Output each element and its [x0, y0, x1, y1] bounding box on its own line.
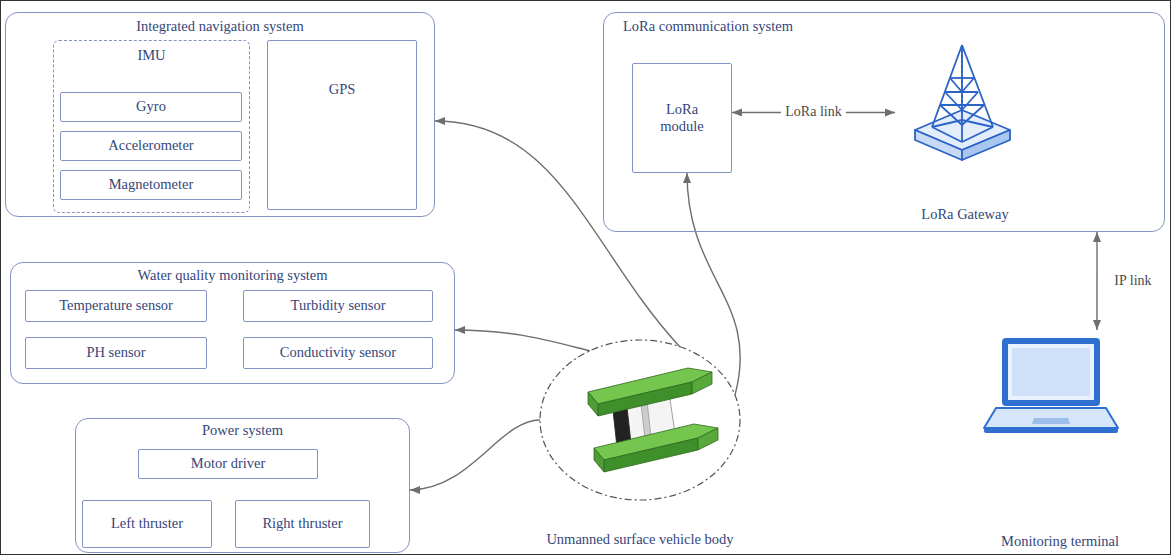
- connector-arrow: [410, 420, 540, 490]
- module-box: LoRa module: [632, 63, 732, 173]
- link-label: IP link: [1110, 273, 1155, 290]
- driver-box: Motor driver: [138, 449, 318, 479]
- connector-arrow: [435, 121, 680, 347]
- thruster-box: Left thruster: [82, 500, 212, 548]
- heading-label: Water quality monitoring system: [11, 267, 454, 284]
- system-panel: Power systemMotor driverLeft thruster Rig…: [75, 418, 410, 553]
- connector-arrow: [687, 173, 740, 395]
- heading-label: LoRa Gateway: [895, 206, 1035, 223]
- box-label: GPS: [329, 81, 356, 98]
- thruster-box: Right thruster: [235, 500, 370, 548]
- laptop-icon: [984, 338, 1118, 433]
- system-panel: Water quality monitoring systemTemperatu…: [10, 262, 455, 384]
- heading-label: LoRa communication system: [623, 18, 793, 35]
- box-label: Turbidity sensor: [291, 297, 386, 314]
- connector-arrow: [732, 112, 895, 113]
- sensor-box: PH sensor: [25, 337, 207, 369]
- sensor-box: Accelerometer: [60, 131, 242, 161]
- heading-label: Unmanned surface vehicle body: [530, 531, 750, 548]
- system-panel: LoRa communication systemLoRa moduleLoRa…: [603, 12, 1165, 232]
- box-label: Magnetometer: [109, 176, 194, 193]
- connector-arrow: [455, 330, 590, 351]
- heading-label: Power system: [76, 422, 409, 439]
- heading-label: Monitoring terminal: [980, 533, 1140, 550]
- gateway-node: LoRa Gateway: [895, 40, 1035, 225]
- connector-arrow: [1096, 232, 1097, 330]
- vehicle-node: Unmanned surface vehicle body: [530, 335, 750, 550]
- box-label: LoRa module: [647, 101, 717, 136]
- box-label: Conductivity sensor: [280, 344, 396, 361]
- box-label: Right thruster: [262, 515, 342, 532]
- box-label: Gyro: [136, 98, 166, 115]
- box-label: PH sensor: [86, 344, 145, 361]
- box-label: Left thruster: [111, 515, 183, 532]
- dashed-ellipse: [540, 340, 740, 500]
- link-label: LoRa link: [781, 104, 845, 121]
- gateway-icon: [915, 45, 1010, 160]
- box-label: Motor driver: [191, 455, 266, 472]
- sensor-box: Magnetometer: [60, 170, 242, 200]
- system-panel: Integrated navigation systemIMU GyroAccel…: [5, 12, 435, 217]
- group-box: IMU GyroAccelerometerMagnetometer: [53, 40, 250, 213]
- sensor-box: Turbidity sensor: [243, 290, 433, 322]
- gps-box: GPS: [267, 40, 417, 210]
- sensor-box: Temperature sensor: [25, 290, 207, 322]
- sensor-box: Conductivity sensor: [243, 337, 433, 369]
- heading-label: Integrated navigation system: [6, 18, 434, 35]
- terminal-node: Monitoring terminal: [980, 330, 1140, 552]
- box-label: Accelerometer: [108, 137, 193, 154]
- vehicle-outline: [530, 335, 750, 550]
- box-label: Temperature sensor: [59, 297, 173, 314]
- boat-illustration: [588, 368, 718, 472]
- sensor-box: Gyro: [60, 92, 242, 122]
- heading-label: IMU: [54, 47, 249, 64]
